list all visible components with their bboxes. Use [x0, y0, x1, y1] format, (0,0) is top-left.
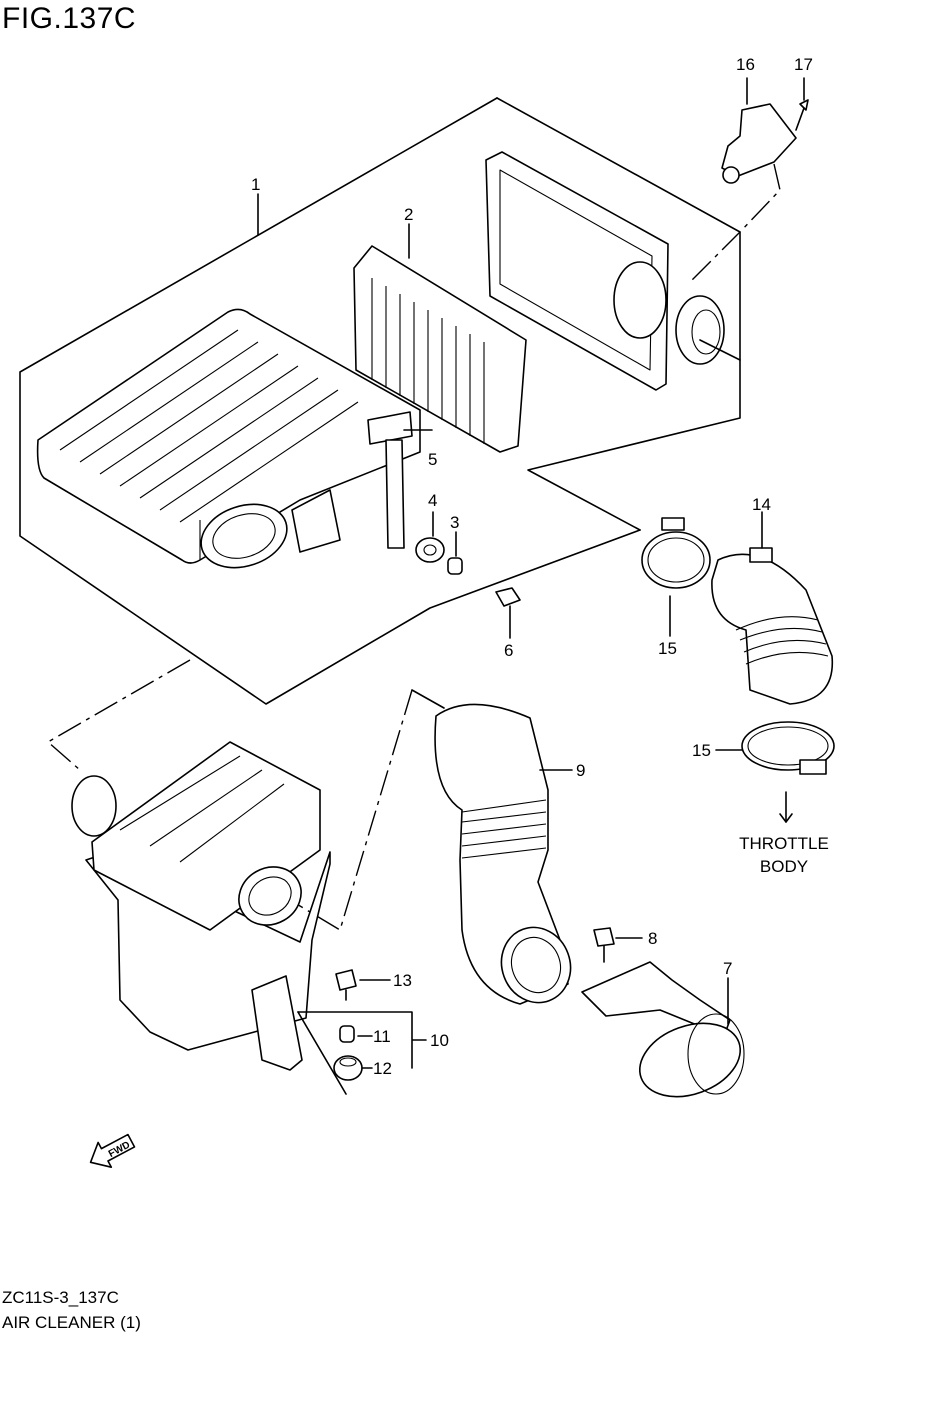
fwd-arrow-icon: FWD: [89, 1133, 136, 1168]
callout-13: 13: [393, 971, 412, 990]
callout-6: 6: [504, 641, 513, 660]
figure-code: ZC11S-3_137C: [2, 1288, 119, 1307]
fwd-label: FWD: [107, 1140, 132, 1160]
callout-16: 16: [736, 55, 755, 74]
assembly-outline-left: [19, 97, 641, 705]
figure-name: AIR CLEANER (1): [2, 1313, 141, 1332]
intake-air-sensor: [721, 77, 797, 184]
throttle-hose: [711, 511, 834, 705]
callout-4: 4: [428, 491, 437, 510]
callout-15-lower: 15: [692, 741, 711, 760]
bolt-8: [593, 927, 643, 963]
callout-17: 17: [794, 55, 813, 74]
callout-12: 12: [373, 1059, 392, 1078]
grommet: [415, 511, 445, 563]
bracket-leader-10: [297, 1011, 427, 1069]
bolt-13: [335, 969, 391, 1001]
callout-11: 11: [373, 1027, 391, 1046]
figure-title: FIG.137C: [2, 2, 137, 35]
air-cleaner-lower-case: [71, 741, 331, 1071]
collar: [447, 531, 463, 575]
clamp-lower: [715, 721, 835, 823]
clamp-upper: [641, 517, 711, 637]
callout-7: 7: [723, 959, 732, 978]
callout-3: 3: [450, 513, 459, 532]
throttle-note-line2: BODY: [759, 857, 809, 876]
callout-8: 8: [648, 929, 657, 948]
air-cleaner-cover: [485, 151, 741, 391]
callout-10: 10: [430, 1031, 449, 1050]
bolt-6: [495, 587, 521, 639]
air-filter-element: [353, 223, 527, 453]
dash-leader-16: [689, 163, 781, 283]
callout-14: 14: [752, 495, 771, 514]
intake-hose: [434, 703, 573, 1005]
assembly-outline: [496, 97, 741, 531]
callout-5: 5: [428, 450, 437, 469]
leader-lower-bracket: [297, 1011, 347, 1095]
callout-1: 1: [251, 175, 260, 194]
grommet-12: [333, 1055, 373, 1081]
dash-leader-lower-case: [46, 659, 191, 771]
throttle-note-line1: THROTTLE: [739, 834, 829, 853]
intake-bracket: [581, 961, 745, 1098]
callout-15-upper: 15: [658, 639, 677, 658]
air-cleaner-upper-case: [36, 308, 433, 569]
callout-9: 9: [576, 761, 585, 780]
throttle-body-note: THROTTLE BODY: [724, 832, 844, 878]
sensor-screw: [795, 77, 809, 131]
spacer-11: [339, 1025, 373, 1043]
callout-2: 2: [404, 205, 413, 224]
